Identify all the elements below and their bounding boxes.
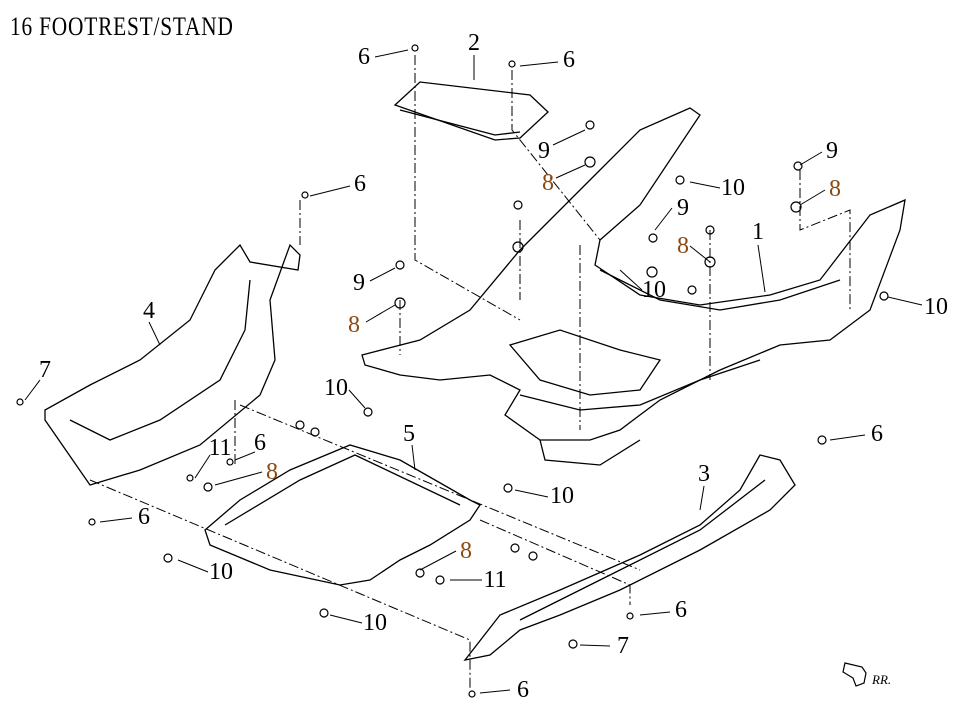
- callout-11: 11: [208, 435, 232, 461]
- callout-9: 9: [677, 195, 689, 221]
- callout-10: 10: [721, 175, 745, 201]
- callout-9: 9: [538, 138, 550, 164]
- callout-leaders: [24, 49, 923, 694]
- callout-10: 10: [550, 483, 574, 509]
- callout-4: 4: [143, 298, 155, 324]
- callout-6: 6: [675, 597, 687, 623]
- page-title: 16 FOOTREST/STAND: [10, 12, 234, 41]
- callout-8: 8: [348, 312, 360, 338]
- part-1-frame: [361, 107, 906, 466]
- direction-marker: RR.: [872, 672, 892, 687]
- callout-6: 6: [358, 44, 370, 70]
- callout-3: 3: [698, 461, 710, 487]
- callout-1: 1: [752, 219, 764, 245]
- callout-8: 8: [266, 459, 278, 485]
- callout-10: 10: [642, 277, 666, 303]
- part-2-cover: [393, 81, 549, 141]
- part-5-floor-panel: [204, 444, 481, 586]
- callout-7: 7: [617, 633, 629, 659]
- callout-6: 6: [563, 47, 575, 73]
- callout-6: 6: [138, 504, 150, 530]
- part-3-side-cover: [463, 454, 796, 661]
- fasteners: [16, 44, 889, 698]
- callout-10: 10: [324, 375, 348, 401]
- callout-8: 8: [829, 176, 841, 202]
- callout-8: 8: [542, 170, 554, 196]
- callout-11: 11: [483, 567, 507, 593]
- callout-9: 9: [353, 270, 365, 296]
- callout-6: 6: [254, 430, 266, 456]
- callout-7: 7: [39, 357, 51, 383]
- assembly-lines: [89, 55, 851, 690]
- part-4-side-cover: [44, 243, 301, 486]
- callout-6: 6: [871, 421, 883, 447]
- callout-6: 6: [354, 171, 366, 197]
- callout-8: 8: [677, 233, 689, 259]
- callout-2: 2: [468, 30, 480, 56]
- direction-arrow-icon: [842, 662, 867, 687]
- callout-5: 5: [403, 421, 415, 447]
- callout-9: 9: [826, 138, 838, 164]
- callout-10: 10: [363, 610, 387, 636]
- callout-10: 10: [924, 294, 948, 320]
- callout-10: 10: [209, 559, 233, 585]
- callout-8: 8: [460, 538, 472, 564]
- callout-6: 6: [517, 677, 529, 703]
